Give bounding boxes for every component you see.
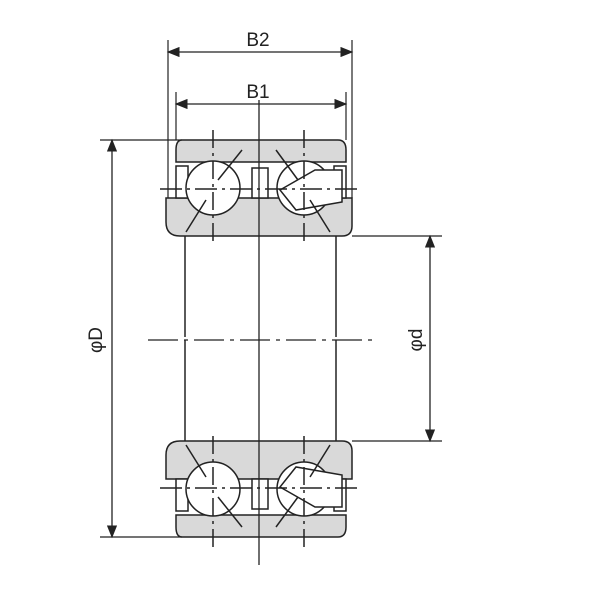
bearing-top-section (159, 129, 361, 338)
b2-label: B2 (246, 30, 269, 51)
inner-diameter-label: φd (406, 329, 427, 352)
bearing-bottom-section (159, 339, 361, 548)
outer-diameter-label: φD (86, 327, 107, 353)
b1-label: B1 (246, 82, 269, 103)
